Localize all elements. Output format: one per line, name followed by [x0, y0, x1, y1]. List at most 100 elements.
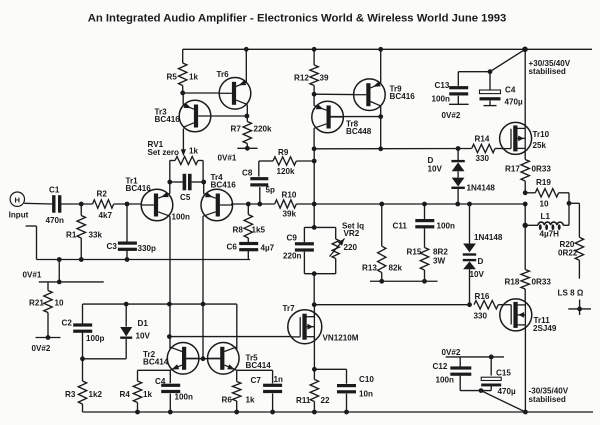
svg-text:1N4148: 1N4148: [467, 184, 496, 193]
svg-text:330p: 330p: [138, 244, 157, 253]
svg-text:10: 10: [55, 299, 65, 308]
svg-text:BC414: BC414: [143, 358, 169, 367]
svg-text:R19: R19: [536, 178, 551, 187]
svg-text:1k: 1k: [189, 147, 199, 156]
svg-text:R20: R20: [560, 240, 575, 249]
svg-text:Tr6: Tr6: [217, 70, 230, 79]
svg-text:1k2: 1k2: [89, 390, 103, 399]
svg-text:R8: R8: [233, 226, 244, 235]
svg-text:R10: R10: [282, 191, 297, 200]
svg-text:C8: C8: [242, 169, 253, 178]
svg-text:Tr2: Tr2: [143, 350, 156, 359]
svg-text:0V#1: 0V#1: [23, 271, 42, 280]
svg-text:1k: 1k: [143, 390, 153, 399]
svg-text:Tr9: Tr9: [390, 85, 403, 94]
svg-text:R11: R11: [296, 396, 311, 405]
svg-text:R21: R21: [29, 299, 44, 308]
svg-text:C2: C2: [62, 319, 73, 328]
svg-text:C12: C12: [433, 362, 448, 371]
svg-text:2SJ49: 2SJ49: [533, 324, 557, 333]
svg-text:C3: C3: [107, 242, 118, 251]
svg-text:10: 10: [540, 200, 550, 209]
svg-text:R2: R2: [97, 190, 108, 199]
svg-text:4µ7H: 4µ7H: [540, 230, 560, 239]
svg-text:4k7: 4k7: [99, 211, 113, 220]
svg-text:Set zero: Set zero: [148, 148, 180, 157]
svg-text:33k: 33k: [89, 231, 103, 240]
svg-text:8R2: 8R2: [433, 248, 448, 257]
svg-text:C6: C6: [227, 243, 238, 252]
svg-text:470µ: 470µ: [498, 387, 517, 396]
svg-text:0V#2: 0V#2: [442, 111, 461, 120]
svg-text:Tr10: Tr10: [533, 130, 550, 139]
svg-text:R3: R3: [65, 390, 76, 399]
svg-text:R17: R17: [505, 165, 520, 174]
svg-text:BC448: BC448: [346, 127, 372, 136]
svg-text:1n: 1n: [274, 375, 284, 384]
svg-text:R13: R13: [362, 264, 377, 273]
svg-text:0V#2: 0V#2: [32, 344, 51, 353]
svg-text:R18: R18: [505, 278, 520, 287]
svg-text:470n: 470n: [46, 216, 65, 225]
svg-text:R7: R7: [231, 125, 242, 134]
svg-text:C13: C13: [435, 81, 450, 90]
svg-text:470µ: 470µ: [505, 98, 524, 107]
svg-text:100n: 100n: [436, 376, 455, 385]
svg-text:10V: 10V: [470, 270, 485, 279]
svg-text:220n: 220n: [283, 252, 302, 261]
svg-text:R6: R6: [222, 396, 233, 405]
svg-text:220k: 220k: [254, 125, 273, 134]
svg-text:BC414: BC414: [246, 361, 272, 370]
svg-text:L1: L1: [541, 212, 551, 221]
svg-text:10V: 10V: [136, 332, 151, 341]
svg-text:C1: C1: [49, 186, 60, 195]
svg-text:Tr4: Tr4: [211, 173, 224, 182]
svg-text:Tr7: Tr7: [283, 304, 296, 313]
svg-text:C4: C4: [505, 86, 516, 95]
svg-text:R9: R9: [278, 148, 289, 157]
svg-text:120k: 120k: [277, 167, 296, 176]
svg-text:10n: 10n: [359, 390, 373, 399]
svg-text:330: 330: [474, 312, 488, 321]
svg-text:-30/35/40V: -30/35/40V: [529, 387, 569, 396]
svg-text:stabilised: stabilised: [529, 67, 566, 76]
svg-text:1k: 1k: [189, 73, 199, 82]
svg-text:100n: 100n: [172, 213, 191, 222]
svg-text:BC416: BC416: [390, 92, 416, 101]
svg-text:100n: 100n: [175, 393, 194, 402]
svg-text:330: 330: [476, 154, 490, 163]
svg-text:Tr8: Tr8: [346, 120, 359, 129]
svg-text:220: 220: [344, 243, 358, 252]
svg-text:3W: 3W: [433, 257, 446, 266]
svg-text:0V#2: 0V#2: [442, 348, 461, 357]
svg-text:LS 8 Ω: LS 8 Ω: [558, 289, 584, 298]
svg-text:C9: C9: [287, 234, 298, 243]
svg-text:C7: C7: [251, 376, 262, 385]
svg-text:Input: Input: [9, 211, 29, 220]
svg-text:R12: R12: [294, 74, 309, 83]
svg-text:R14: R14: [475, 135, 490, 144]
svg-text:0R33: 0R33: [532, 278, 552, 287]
svg-text:D1: D1: [138, 319, 149, 328]
svg-text:An Integrated Audio Amplifier: An Integrated Audio Amplifier - Electron…: [88, 13, 507, 25]
svg-text:RV1: RV1: [148, 140, 164, 149]
svg-text:C10: C10: [359, 375, 374, 384]
svg-text:BC416: BC416: [155, 115, 181, 124]
svg-text:10V: 10V: [428, 165, 443, 174]
svg-text:C15: C15: [496, 369, 511, 378]
svg-text:100n: 100n: [432, 95, 451, 104]
svg-text:R5: R5: [167, 73, 178, 82]
svg-text:R16: R16: [475, 292, 490, 301]
svg-text:R15: R15: [407, 248, 422, 257]
svg-text:C4: C4: [155, 377, 166, 386]
svg-text:4µ7: 4µ7: [261, 244, 275, 253]
svg-text:C11: C11: [393, 222, 408, 231]
svg-text:1N4148: 1N4148: [474, 233, 503, 242]
svg-text:BC416: BC416: [126, 184, 152, 193]
svg-text:100n: 100n: [437, 222, 456, 231]
svg-text:Set Iq: Set Iq: [342, 222, 364, 231]
svg-text:Tr3: Tr3: [155, 108, 168, 117]
svg-text:VN1210M: VN1210M: [323, 334, 359, 343]
svg-text:H: H: [15, 196, 20, 205]
svg-text:stabilised: stabilised: [529, 395, 566, 404]
